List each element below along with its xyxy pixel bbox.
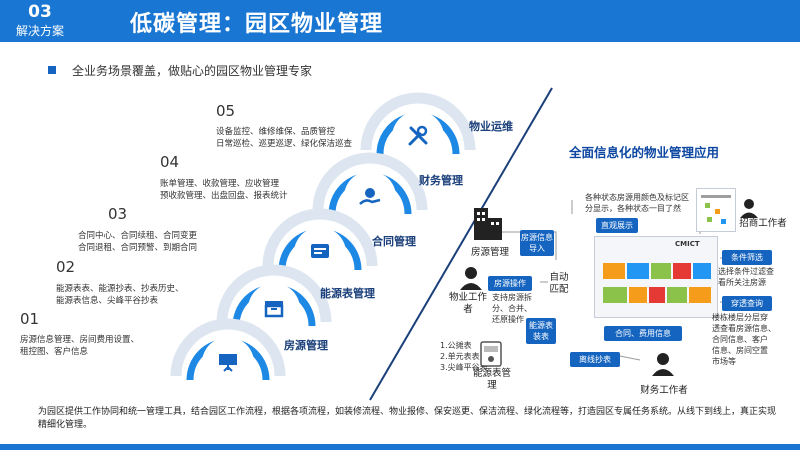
footer-description: 为园区提供工作协同和统一管理工具，结合园区工作流程，根据各项流程，如装修流程、物… [38, 407, 777, 430]
property-worker-label: 物业工作者 [448, 292, 487, 315]
contract-icon [311, 244, 329, 258]
header-bar: 03 解决方案 低碳管理：园区物业管理 [0, 0, 800, 42]
filter-desc-line: 看所关注房源 [718, 278, 766, 287]
bottom-bar [0, 444, 800, 450]
color-desc-line: 分显示，各种状态一目了然 [585, 204, 681, 213]
building-icon [474, 208, 502, 240]
recruit-worker-label: 招商工作者 [739, 218, 787, 229]
step-label: 物业运维 [469, 120, 513, 133]
box-icon [264, 301, 284, 318]
step-label: 房源管理 [284, 339, 328, 352]
auto-match-label: 自动匹配 [549, 272, 569, 295]
room-block [627, 263, 649, 279]
step-number: 01 [20, 310, 40, 328]
query-desc-line: 楼栋楼层分层穿 [712, 313, 768, 322]
offline-reading-badge: 离线抄表 [570, 352, 620, 367]
step-desc-line: 房源信息管理、房间费用设置、 [20, 335, 140, 345]
room-block [629, 287, 647, 303]
operation-desc-line: 分、合并、 [492, 304, 532, 313]
step-desc-line: 能源表表、能源抄表、抄表历史、 [56, 284, 184, 294]
person-icon [740, 199, 758, 218]
step-desc-line: 合同退租、合同预警、到期合同 [78, 243, 198, 253]
ring-step-3 [262, 208, 378, 288]
house-operation-badge: 房源操作 [488, 276, 532, 291]
meter-list-item: 2.单元表表 [440, 352, 480, 361]
calendar-line [701, 195, 731, 198]
room-block [651, 263, 671, 279]
query-desc-line: 透查看房源信息、 [712, 324, 776, 333]
step-number: 02 [56, 258, 76, 276]
query-desc-line: 市场等 [712, 357, 736, 366]
person-icon [460, 267, 482, 290]
coin-hand-icon [359, 188, 381, 205]
operation-desc-line: 还原操作 [492, 315, 524, 324]
meter-manager-label: 能源表管理 [472, 368, 511, 391]
ring-step-2 [216, 264, 332, 344]
room-block [603, 287, 627, 303]
room-block [673, 263, 691, 279]
operation-desc-line: 支持房源拆 [492, 293, 532, 302]
filter-desc-line: 选择条件过滤查 [718, 267, 774, 276]
room-block [667, 287, 687, 303]
bullet-square-icon [48, 66, 56, 74]
query-desc-line: 合同信息、客户 [712, 335, 768, 344]
calendar-mark [715, 209, 720, 214]
finance-worker-label: 财务工作者 [640, 385, 688, 396]
calendar-mark [721, 219, 726, 224]
step-label: 财务管理 [419, 174, 463, 187]
step-desc-line: 账单管理、收款管理、应收管理 [160, 179, 280, 189]
step-desc-line: 合同中心、合同续租、合同变更 [78, 231, 198, 241]
color-desc-line: 各种状态房源用颜色及标记区 [585, 193, 689, 202]
room-block [649, 287, 665, 303]
step-number: 04 [160, 153, 180, 171]
wrench-screwdriver-icon [408, 125, 428, 146]
floor-plan-screen: CMICT [594, 236, 718, 318]
calendar-mark [705, 203, 710, 208]
meter-list-item: 3.尖峰平谷表 [440, 363, 488, 372]
room-block [693, 263, 711, 279]
room-block [603, 263, 625, 279]
step-label: 能源表管理 [320, 287, 375, 300]
meter-install-badge: 能源表装表 [526, 318, 556, 344]
cmict-logo: CMICT [675, 240, 700, 248]
house-manager-label: 房源管理 [470, 247, 509, 258]
meter-list-item: 1.公摊表 [440, 341, 472, 350]
visual-display-badge: 直观展示 [596, 218, 638, 233]
step-desc-line: 能源表信息、尖峰平谷抄表 [56, 296, 159, 306]
step-desc-line: 日常巡检、巡更巡逻、绿化保洁巡查 [216, 139, 353, 149]
step-number: 03 [108, 205, 128, 223]
condition-filter-badge: 条件筛选 [722, 250, 772, 265]
room-block [689, 287, 711, 303]
calendar-mark [707, 217, 712, 222]
step-label: 合同管理 [372, 235, 416, 248]
ring-step-4 [312, 152, 428, 232]
house-info-import-badge: 房源信息导入 [520, 230, 554, 256]
right-title: 全面信息化的物业管理应用 [569, 145, 720, 160]
ring-step-1 [170, 318, 286, 398]
ring-step-5 [360, 92, 476, 172]
step-desc-line: 租控图、客户信息 [20, 347, 89, 357]
section-number: 03 [28, 2, 52, 22]
section-name: 解决方案 [15, 24, 64, 38]
penetrate-query-badge: 穿透查询 [722, 296, 772, 311]
step-number: 05 [216, 102, 236, 120]
subtitle: 全业务场景覆盖，做贴心的园区物业管理专家 [72, 64, 313, 78]
page-title: 低碳管理：园区物业管理 [130, 12, 384, 37]
person-icon [652, 353, 674, 376]
step-desc-line: 设备监控、维修维保、品质管控 [216, 127, 336, 137]
query-desc-line: 信息、房间空置 [712, 346, 768, 355]
step-desc-line: 预收款管理、出盘回盘、报表统计 [160, 191, 288, 201]
meter-icon [480, 341, 502, 367]
contract-fee-badge: 合同、费用信息 [604, 326, 682, 341]
calendar-screen [696, 188, 736, 232]
presentation-icon [219, 354, 237, 372]
